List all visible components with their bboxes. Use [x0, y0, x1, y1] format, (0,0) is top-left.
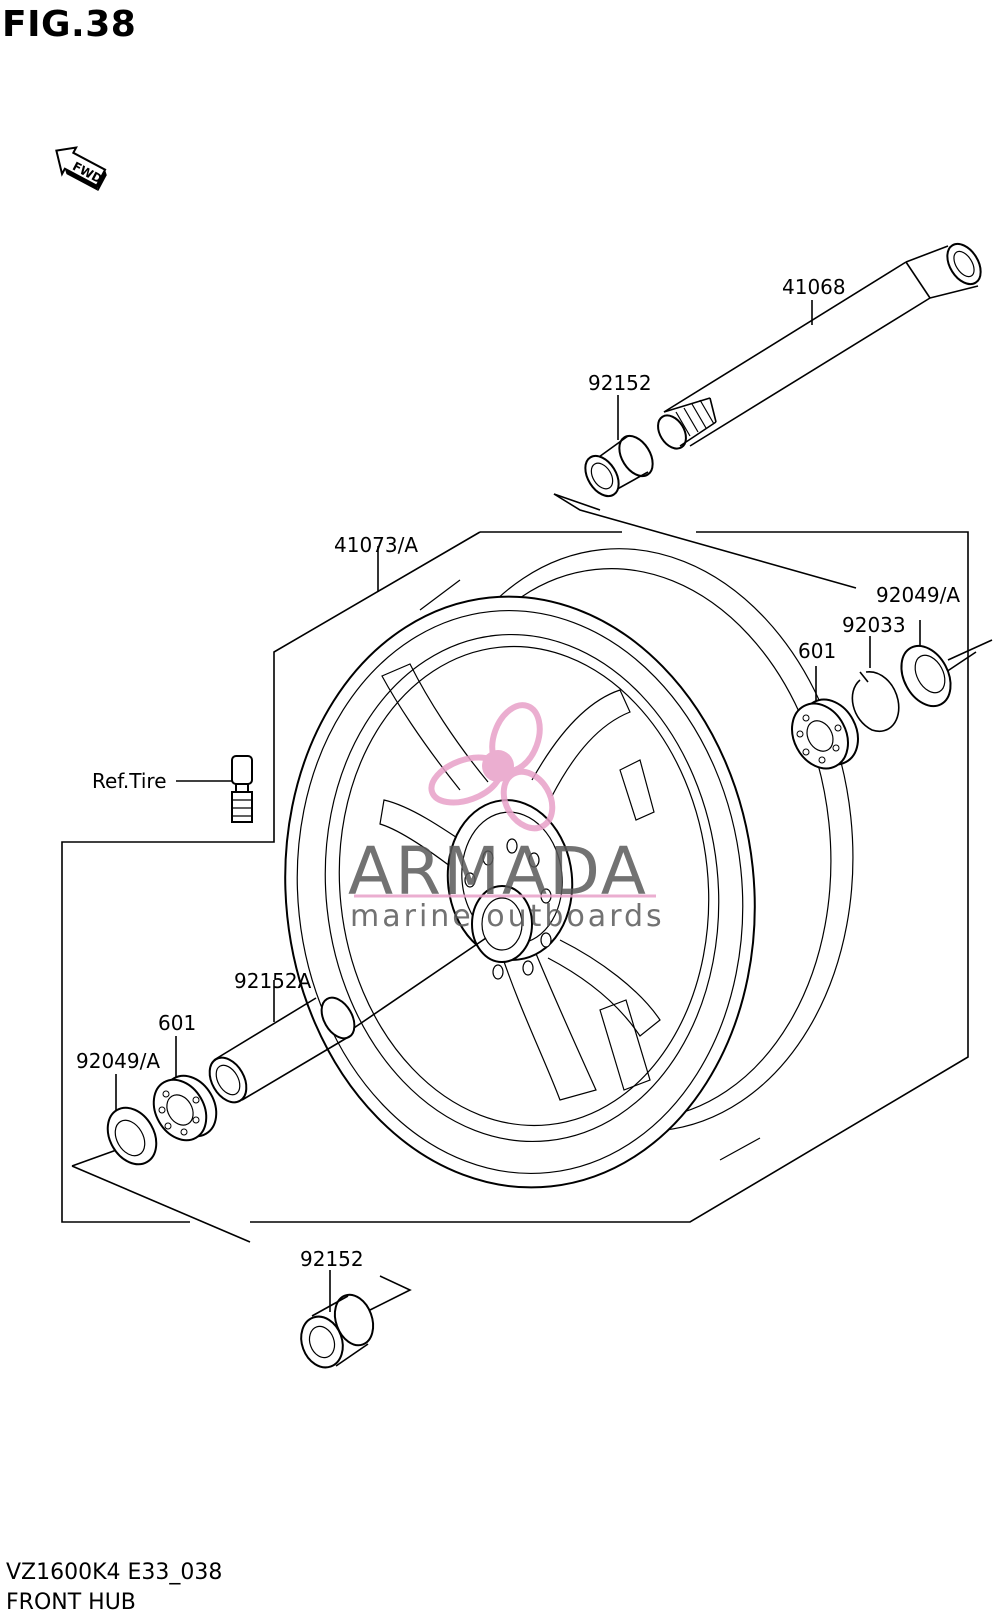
footer-section-name: FRONT HUB: [6, 1590, 136, 1615]
figure-title: FIG.38: [2, 4, 137, 45]
leader-lines: [71, 300, 993, 1312]
oil-seal-right: [900, 644, 952, 708]
circlip: [851, 671, 900, 733]
label-bearing-left: 601: [158, 1011, 196, 1035]
oil-seal-left: [106, 1106, 158, 1166]
bearing-left: [152, 1074, 218, 1142]
watermark-tagline: marine outboards: [350, 899, 665, 934]
spacer: [208, 996, 356, 1104]
propeller-icon: [428, 702, 556, 832]
fwd-arrow-icon: FWD: [55, 146, 107, 192]
label-collar-top: 92152: [588, 371, 652, 395]
label-oil-seal-left: 92049/A: [76, 1049, 160, 1073]
label-collar-bottom: 92152: [300, 1247, 364, 1271]
label-bearing-right: 601: [798, 639, 836, 663]
label-spacer: 92152A: [234, 969, 312, 993]
label-oil-seal-right: 92049/A: [876, 583, 960, 607]
label-wheel: 41073/A: [334, 533, 418, 557]
label-axle: 41068: [782, 275, 846, 299]
front-wheel: [284, 548, 854, 1189]
label-circlip: 92033: [842, 613, 906, 637]
bearing-right: [791, 698, 859, 770]
front-axle: [657, 242, 982, 450]
tire-valve: [231, 755, 253, 823]
collar-top: [584, 434, 654, 498]
footer-model-code: VZ1600K4 E33_038: [6, 1560, 223, 1585]
label-valve: Ref.Tire: [92, 769, 167, 793]
collar-bottom: [300, 1293, 375, 1369]
watermark: ARMADA marine outboards: [348, 702, 665, 934]
assembly-frame: [61, 531, 969, 1223]
